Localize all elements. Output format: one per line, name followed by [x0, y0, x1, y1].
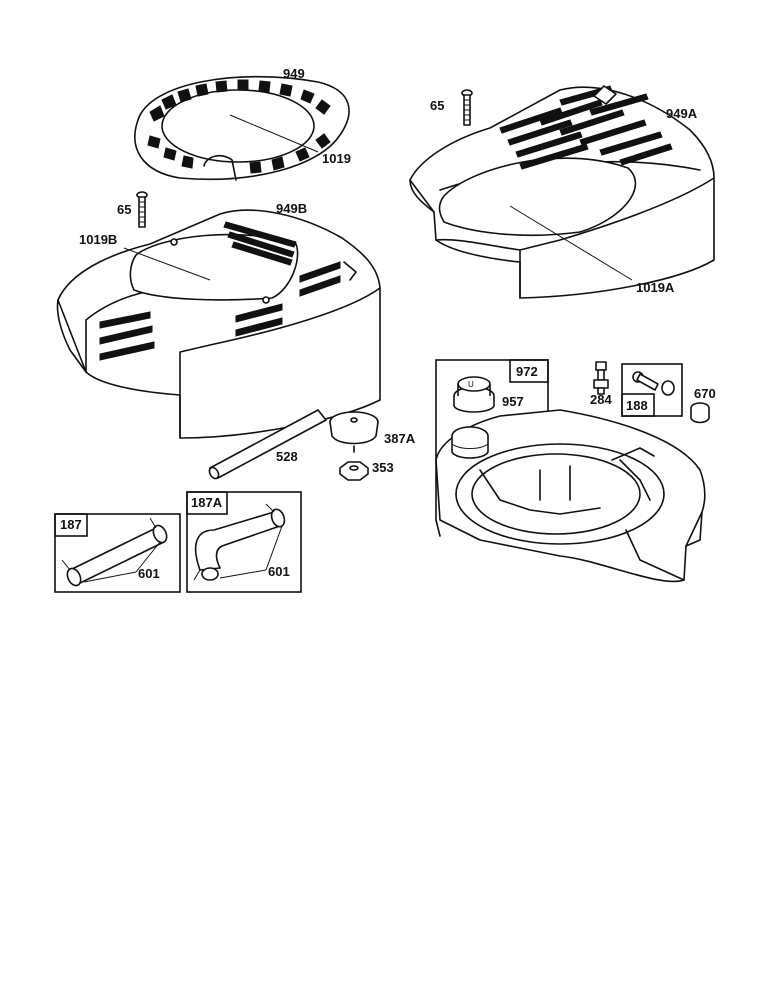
label-187A: 187A	[191, 495, 223, 510]
label-284: 284	[590, 392, 612, 407]
screw-65-right	[461, 89, 473, 126]
label-1019B: 1019B	[79, 232, 117, 247]
box-187A-label	[186, 491, 228, 515]
fuel-cap-957: U	[453, 376, 495, 413]
label-353: 353	[372, 460, 394, 475]
label-1019: 1019	[322, 151, 351, 166]
label-601-a: 601	[138, 566, 160, 581]
box-187	[54, 513, 181, 593]
box-972-label	[509, 359, 549, 383]
label-601-b: 601	[268, 564, 290, 579]
label-528: 528	[276, 449, 298, 464]
cap-387A	[329, 411, 379, 453]
nut-353	[339, 461, 369, 481]
label-65-right: 65	[430, 98, 444, 113]
label-949B: 949B	[276, 201, 307, 216]
leader-1019B	[123, 247, 211, 281]
blower-housing-949B	[56, 209, 381, 439]
tube-528	[208, 409, 327, 480]
label-65-left: 65	[117, 202, 131, 217]
label-188: 188	[626, 398, 648, 413]
grommet-670	[690, 402, 710, 424]
label-949: 949	[283, 66, 305, 81]
leader-1019	[229, 114, 319, 153]
label-187: 187	[60, 517, 82, 532]
leader-601-b	[219, 525, 283, 579]
label-949A: 949A	[666, 106, 698, 121]
box-188-label	[621, 393, 655, 417]
fuel-tank	[435, 409, 706, 583]
box-187-label	[54, 513, 88, 537]
fitting-284	[593, 361, 609, 395]
box-187A	[186, 491, 302, 593]
label-387A: 387A	[384, 431, 416, 446]
blower-housing-949A	[409, 85, 715, 299]
screw-65-left	[136, 191, 148, 228]
leader-1019A	[509, 205, 633, 281]
label-972: 972	[516, 364, 538, 379]
rotating-screen-949	[134, 75, 350, 181]
label-957: 957	[502, 394, 524, 409]
svg-text:U: U	[468, 380, 474, 389]
leader-601-a	[83, 541, 161, 583]
valve-188	[632, 371, 675, 396]
hose-187	[61, 517, 168, 587]
label-1019A: 1019A	[636, 280, 675, 295]
label-670: 670	[694, 386, 716, 401]
hose-187A	[193, 503, 286, 581]
